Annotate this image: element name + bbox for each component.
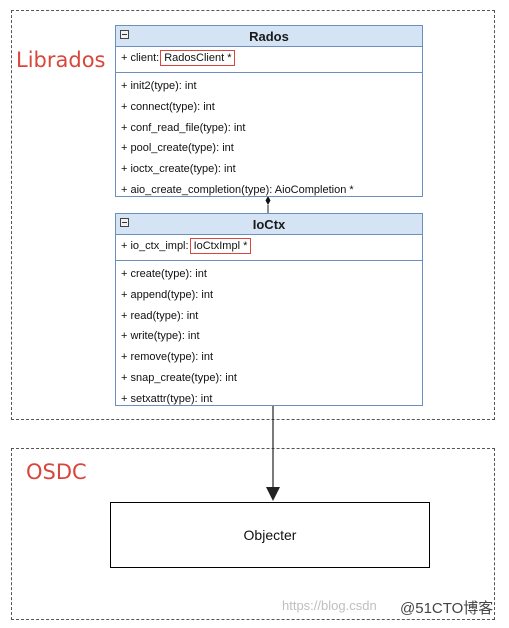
objecter-box: Objecter xyxy=(110,502,430,568)
ioctx-operations: + create(type): int + append(type): int … xyxy=(116,261,422,413)
osdc-label: OSDC xyxy=(26,460,87,484)
arrow-down-icon xyxy=(266,487,280,501)
operation: + aio_create_completion(type): AioComple… xyxy=(121,183,354,196)
dependency-arrow xyxy=(266,406,280,501)
ioctx-attribute: + io_ctx_impl:IoCtxImpl * xyxy=(121,238,252,254)
attribute-type: IoCtxImpl * xyxy=(189,238,252,254)
operation: + pool_create(type): int xyxy=(121,142,234,155)
rados-attributes: + client:RadosClient * xyxy=(116,47,422,73)
operation: + ioctx_create(type): int xyxy=(121,163,236,176)
operation: + connect(type): int xyxy=(121,100,215,113)
librados-label: Librados xyxy=(16,48,106,72)
rados-title: Rados xyxy=(249,29,289,44)
rados-operations: + init2(type): int + connect(type): int … xyxy=(116,73,422,204)
composition-connector xyxy=(265,196,271,213)
watermark-url: https://blog.csdn xyxy=(282,598,377,613)
operation: + read(type): int xyxy=(121,309,199,322)
operation: + init2(type): int xyxy=(121,80,197,92)
attribute-type: RadosClient * xyxy=(160,50,236,66)
ioctx-header: IoCtx xyxy=(116,214,422,235)
attribute-name: + client: xyxy=(121,52,160,64)
operation: + create(type): int xyxy=(121,268,207,280)
composition-diamond-icon xyxy=(265,196,271,205)
attribute-name: + io_ctx_impl: xyxy=(121,240,189,252)
operation: + write(type): int xyxy=(121,330,200,343)
ioctx-class: IoCtx + io_ctx_impl:IoCtxImpl * + create… xyxy=(115,213,423,406)
operation: + append(type): int xyxy=(121,288,214,301)
operation: + setxattr(type): int xyxy=(121,392,213,405)
librados-group xyxy=(11,10,495,420)
collapse-icon[interactable] xyxy=(120,218,129,227)
rados-attribute: + client:RadosClient * xyxy=(121,50,236,66)
rados-header: Rados xyxy=(116,26,422,47)
rados-class: Rados + client:RadosClient * + init2(typ… xyxy=(115,25,423,197)
collapse-icon[interactable] xyxy=(120,30,129,39)
ioctx-attributes: + io_ctx_impl:IoCtxImpl * xyxy=(116,235,422,261)
operation: + conf_read_file(type): int xyxy=(121,121,246,134)
operation: + snap_create(type): int xyxy=(121,371,237,384)
watermark-brand: @51CTO博客 xyxy=(400,600,494,617)
ioctx-title: IoCtx xyxy=(252,217,286,232)
operation: + remove(type): int xyxy=(121,351,214,364)
osdc-group xyxy=(11,448,495,620)
